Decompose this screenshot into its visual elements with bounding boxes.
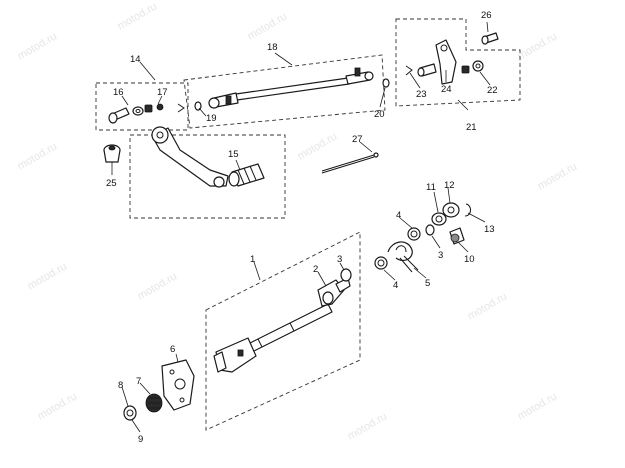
part-5-return-spring — [387, 241, 419, 273]
watermark-text: motod.ru — [136, 270, 180, 302]
gear-shift-pedal — [151, 126, 229, 188]
part-23-clip — [405, 65, 413, 76]
watermark-text: motod.ru — [36, 390, 80, 422]
part-10-stopper-bolt — [449, 227, 465, 245]
group-box-14 — [95, 82, 189, 131]
part-15-pedal-rubber — [228, 163, 265, 187]
watermark-text: motod.ru — [246, 10, 290, 42]
watermark-text: motod.ru — [16, 140, 60, 172]
callout-17: 17 — [157, 87, 168, 98]
watermark-text: motod.ru — [16, 30, 60, 62]
part-16-bolt — [108, 107, 130, 124]
part-24-lever-arm — [435, 39, 457, 85]
watermark-text: motod.ru — [536, 160, 580, 192]
part-1-shift-shaft — [213, 303, 333, 373]
part-7-spring — [145, 393, 163, 413]
part-17-clip — [177, 103, 185, 113]
callout-4-upper: 4 — [396, 210, 401, 221]
part-24-pin — [417, 63, 437, 77]
watermark-text: motod.ru — [26, 260, 70, 292]
callout-13: 13 — [484, 224, 495, 235]
watermark-layer: motod.ru motod.ru motod.ru motod.ru moto… — [16, 0, 580, 442]
watermark-text: motod.ru — [346, 410, 390, 442]
callout-5: 5 — [425, 278, 430, 289]
part-13-circlip — [464, 203, 471, 217]
callout-18: 18 — [267, 42, 278, 53]
callout-4-lower: 4 — [393, 280, 398, 291]
callout-23: 23 — [416, 89, 427, 100]
callout-12: 12 — [444, 180, 455, 191]
part-17-nut — [144, 103, 164, 113]
leader-lines — [111, 21, 491, 433]
callout-15: 15 — [228, 149, 239, 160]
callout-7: 7 — [136, 376, 141, 387]
group-boxes — [95, 18, 521, 431]
part-12-washer — [442, 202, 460, 218]
callout-2: 2 — [313, 264, 318, 275]
group-box-21 — [395, 18, 521, 107]
part-22-nut — [461, 60, 484, 74]
callout-11: 11 — [426, 182, 436, 193]
part-4-washer-lower — [374, 256, 388, 270]
callout-24: 24 — [441, 84, 452, 95]
callout-8: 8 — [118, 380, 123, 391]
callout-3-left: 3 — [337, 254, 342, 265]
callout-19: 19 — [206, 113, 217, 124]
callout-14: 14 — [130, 54, 141, 65]
callout-26: 26 — [481, 10, 492, 21]
callout-9: 9 — [138, 434, 143, 445]
callout-1: 1 — [250, 254, 255, 265]
part-8-washer — [123, 405, 137, 421]
watermark-text: motod.ru — [516, 30, 560, 62]
callout-16: 16 — [113, 87, 124, 98]
callout-labels: 18 14 16 17 19 20 21 23 24 22 26 15 25 2… — [106, 10, 498, 445]
callout-25: 25 — [106, 178, 117, 189]
part-2-shift-arm — [317, 277, 351, 307]
group-box-1 — [205, 231, 361, 431]
callout-3-right: 3 — [438, 250, 443, 261]
callout-10: 10 — [464, 254, 475, 265]
callout-6: 6 — [170, 344, 175, 355]
callout-20: 20 — [374, 109, 385, 120]
part-20-washer — [382, 78, 390, 88]
part-27-spring-rod — [321, 152, 379, 174]
callout-21: 21 — [466, 122, 477, 133]
part-18-linkage-rod — [208, 67, 374, 109]
callout-22: 22 — [487, 85, 498, 96]
group-box-15 — [129, 134, 286, 219]
callout-27: 27 — [352, 134, 363, 145]
part-4-washer-upper — [407, 227, 421, 241]
watermark-text: motod.ru — [466, 290, 510, 322]
part-6-cover-plate — [161, 359, 195, 411]
watermark-text: motod.ru — [116, 0, 160, 32]
watermark-text: motod.ru — [296, 130, 340, 162]
part-3-ring — [425, 224, 435, 236]
part-3-oring — [340, 268, 352, 282]
part-16-washer — [132, 106, 144, 116]
group-box-18 — [183, 54, 386, 129]
part-26-bolt — [481, 32, 499, 45]
watermark-text: motod.ru — [516, 390, 560, 422]
part-25-pivot-bolt — [103, 144, 121, 163]
part-11-washer — [431, 212, 447, 226]
